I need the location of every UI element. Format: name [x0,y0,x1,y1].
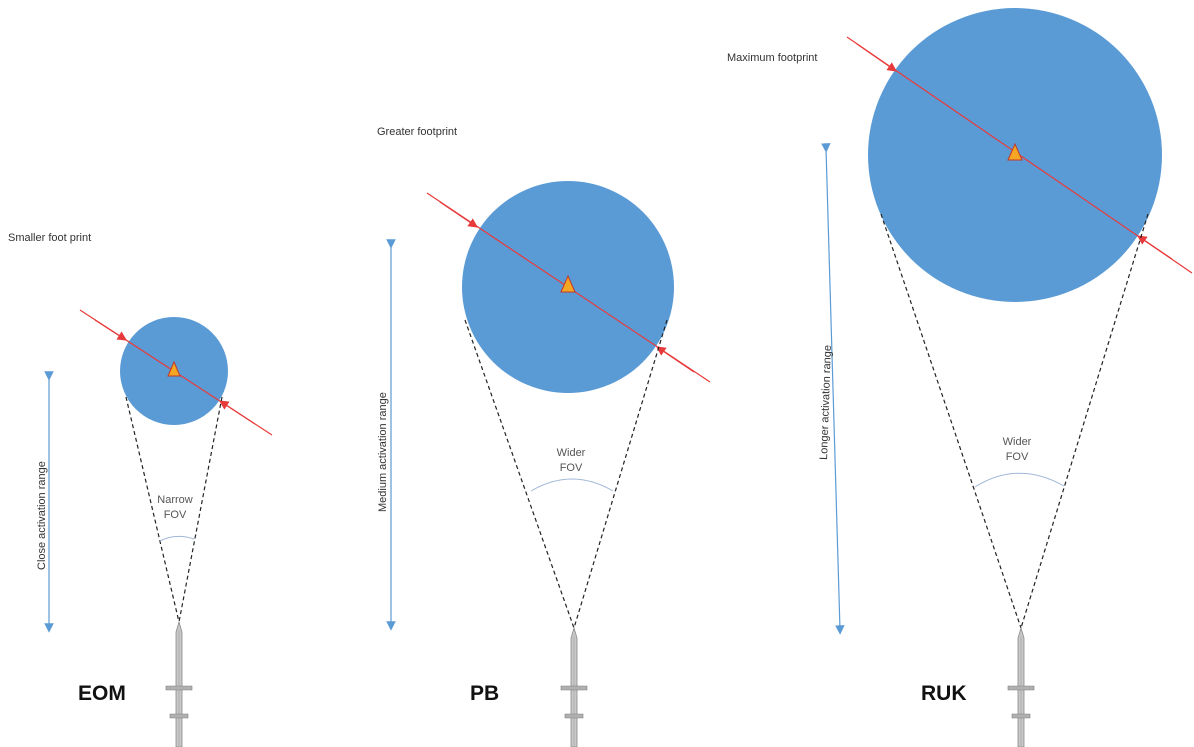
exit-arrow [218,400,256,425]
panel-pb: Greater footprint Medium activation rang… [377,126,711,747]
warning-triangle-icon [1007,142,1023,161]
entry-arrow [439,201,478,228]
exit-arrow [656,346,695,373]
range-arrow [821,143,845,635]
range-label: Close activation range [36,461,48,570]
missile-icon [560,626,588,747]
fov-cone-right [573,319,668,629]
entry-arrow [94,319,128,341]
exit-arrow [1137,235,1173,260]
fov-cone-right [1020,213,1149,629]
fov-cone-left [464,319,575,629]
warning-triangle-icon [560,274,576,293]
fov-arc [159,535,195,542]
panel-ruk: Maximum footprint Longer activation rang… [727,8,1193,747]
missile-icon [165,620,193,747]
fov-cone-left [880,213,1022,629]
system-name: RUK [921,682,967,705]
footprint-label: Smaller foot print [8,232,91,244]
footprint-label: Maximum footprint [727,52,817,64]
fov-label-line1: Wider [557,447,586,459]
fov-cone-left [125,396,180,623]
entry-arrow [856,43,897,72]
fov-label-line2: FOV [560,462,583,474]
panel-eom: Smaller foot print Close activation rang… [8,232,273,747]
fov-label-line1: Narrow [157,494,193,506]
fov-label-line1: Wider [1003,436,1032,448]
fov-label-line2: FOV [1006,451,1029,463]
range-label: Medium activation range [377,392,389,512]
system-name: PB [470,682,499,705]
missile-icon [1007,626,1035,747]
fov-label-line2: FOV [164,509,187,521]
fov-arc [974,472,1065,488]
fov-cone-right [178,396,223,623]
range-label: Longer activation range [818,345,834,460]
warning-triangle-icon [167,360,181,377]
system-name: EOM [78,682,126,705]
footprint-label: Greater footprint [377,126,457,138]
fov-arc [530,478,614,492]
